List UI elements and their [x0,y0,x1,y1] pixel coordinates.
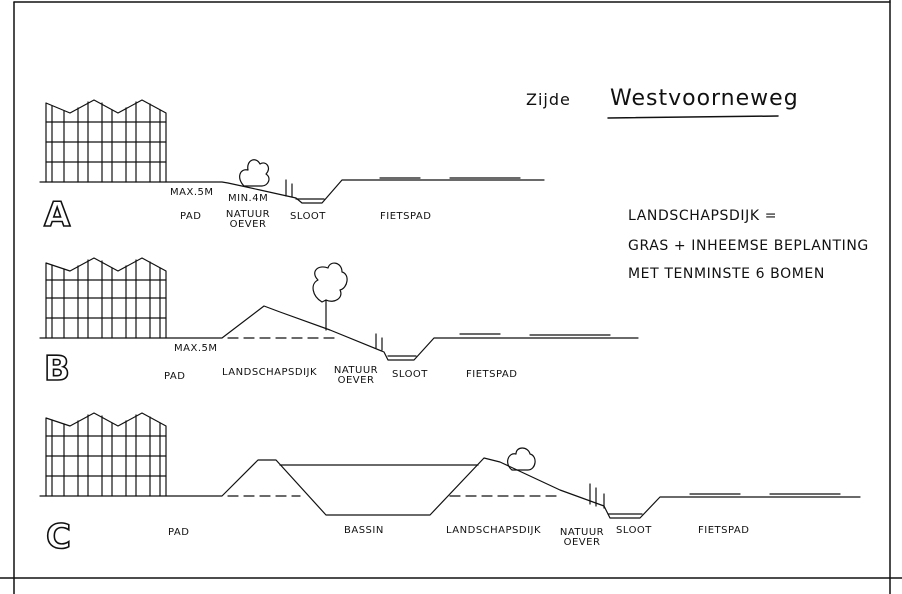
section-c-bassin-label: BASSIN [344,525,384,536]
section-b-sloot-label: SLOOT [392,369,428,380]
section-c-letter: C [45,517,72,557]
greenhouse-b [45,257,167,339]
section-a-max-label: MAX.5M [170,187,214,198]
section-a-natuuroever-label: NATUUR OEVER [225,209,271,230]
greenhouse-c [45,412,167,497]
shrub-c [507,447,536,471]
ground-b [39,305,639,361]
section-a-fietspad-label: FIETSPAD [380,211,432,222]
section-b-fietspad-label: FIETSPAD [466,369,518,380]
section-b-letter: B [43,349,71,389]
section-c-landschapsdijk-label: LANDSCHAPSDIJK [446,525,542,536]
section-c-natuuroever-label: NATUUR OEVER [559,527,605,548]
section-b-landschapsdijk-label: LANDSCHAPSDIJK [222,367,318,378]
section-a-drawing [39,99,545,204]
greenhouse-a [45,99,167,183]
ground-a [39,179,545,204]
section-b-max-label: MAX.5M [174,343,218,354]
shrub-a [239,159,270,187]
section-c-drawing [39,412,861,519]
title-underline [607,115,779,119]
title-prefix: Zijde [526,90,571,109]
section-a-sloot-label: SLOOT [290,211,326,222]
section-b-pad-label: PAD [164,371,186,382]
tree-b [312,262,348,303]
section-c-sloot-label: SLOOT [616,525,652,536]
title-name: Westvoorneweg [610,86,799,111]
section-b-drawing [39,257,639,361]
note-line-1: LANDSCHAPSDIJK = [628,208,778,224]
note-line-2: GRAS + INHEEMSE BEPLANTING [628,238,869,254]
section-a-letter: A [43,195,71,235]
section-a-min-label: MIN.4M [228,193,269,204]
section-b-natuuroever-label: NATUUR OEVER [333,365,379,386]
section-c-fietspad-label: FIETSPAD [698,525,750,536]
ground-c [39,457,861,519]
section-a-pad-label: PAD [180,211,202,222]
section-c-pad-label: PAD [168,527,190,538]
note-line-3: MET TENMINSTE 6 BOMEN [628,266,825,282]
